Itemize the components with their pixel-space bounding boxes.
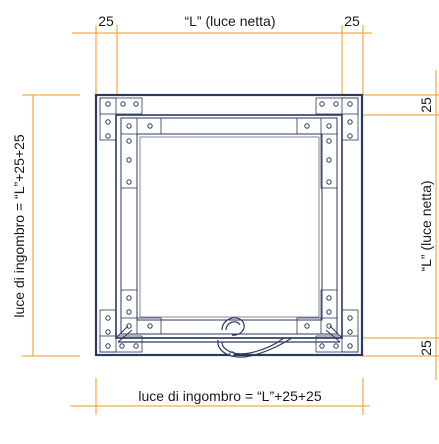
frame-rim (115, 114, 343, 339)
top-right-offset-label: 25 (344, 13, 360, 29)
frame-assembly (94, 93, 364, 358)
panel-frame (120, 117, 338, 335)
panel-opening (136, 133, 323, 321)
dimension-labels: 25 “L” (luce netta) 25 luce di ingombro … (11, 13, 434, 404)
right-bottom-offset-label: 25 (418, 340, 434, 356)
corner-gussets (115, 325, 343, 343)
bolt-holes (105, 101, 353, 357)
inner-brackets (120, 117, 338, 335)
top-net-width-label: “L” (luce netta) (184, 13, 275, 29)
latch-assembly (116, 317, 342, 358)
right-net-height-label: “L” (luce netta) (418, 180, 434, 271)
outer-tabs (99, 97, 359, 353)
panel-opening-inner (139, 136, 320, 318)
top-left-offset-label: 25 (98, 13, 114, 29)
bottom-overall-label: luce di ingombro = “L”+25+25 (138, 388, 321, 404)
right-top-offset-label: 25 (418, 97, 434, 113)
left-overall-label: luce di ingombro = “L”+25+25 (11, 134, 27, 317)
dimension-lines (22, 25, 439, 415)
